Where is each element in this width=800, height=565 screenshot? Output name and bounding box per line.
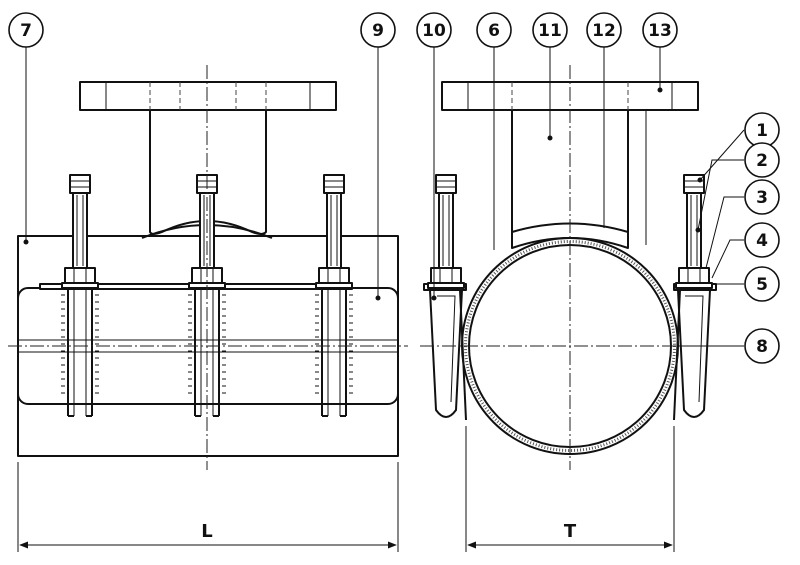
svg-text:4: 4	[756, 231, 768, 251]
dimension-L: L	[17, 462, 399, 552]
bolt-1	[61, 174, 99, 289]
front-view	[8, 65, 408, 470]
svg-text:11: 11	[538, 21, 562, 41]
dimension-T-label: T	[564, 521, 577, 542]
svg-text:12: 12	[592, 21, 616, 41]
callout-3: 3	[744, 179, 780, 215]
svg-text:5: 5	[756, 275, 768, 295]
callout-13: 13	[642, 12, 678, 48]
right-lug	[677, 289, 711, 418]
bolt-3	[315, 174, 353, 289]
svg-text:7: 7	[20, 21, 32, 41]
svg-text:10: 10	[422, 21, 446, 41]
side-bolt-right	[675, 174, 713, 289]
callout-2: 2	[744, 142, 780, 178]
callout-11: 11	[532, 12, 568, 48]
dimension-L-label: L	[201, 521, 212, 542]
svg-text:13: 13	[648, 21, 672, 41]
side-bolt-left	[427, 174, 465, 289]
svg-text:2: 2	[756, 151, 768, 171]
callout-6: 6	[476, 12, 512, 48]
callout-12: 12	[586, 12, 622, 48]
leader-lines	[23, 47, 745, 347]
callout-8: 8	[744, 328, 780, 364]
callout-7: 7	[8, 12, 44, 48]
callout-5: 5	[744, 266, 780, 302]
callout-10: 10	[416, 12, 452, 48]
svg-text:1: 1	[756, 121, 768, 141]
svg-text:8: 8	[756, 337, 768, 357]
callout-4: 4	[744, 222, 780, 258]
svg-text:9: 9	[372, 21, 384, 41]
dimension-T: T	[465, 426, 675, 552]
left-lug	[429, 289, 463, 418]
callout-1: 1	[744, 112, 780, 148]
saddle	[511, 222, 629, 249]
callout-9: 9	[360, 12, 396, 48]
top-flange	[79, 81, 337, 111]
side-view	[420, 65, 720, 470]
svg-text:3: 3	[756, 188, 768, 208]
svg-text:6: 6	[488, 21, 500, 41]
